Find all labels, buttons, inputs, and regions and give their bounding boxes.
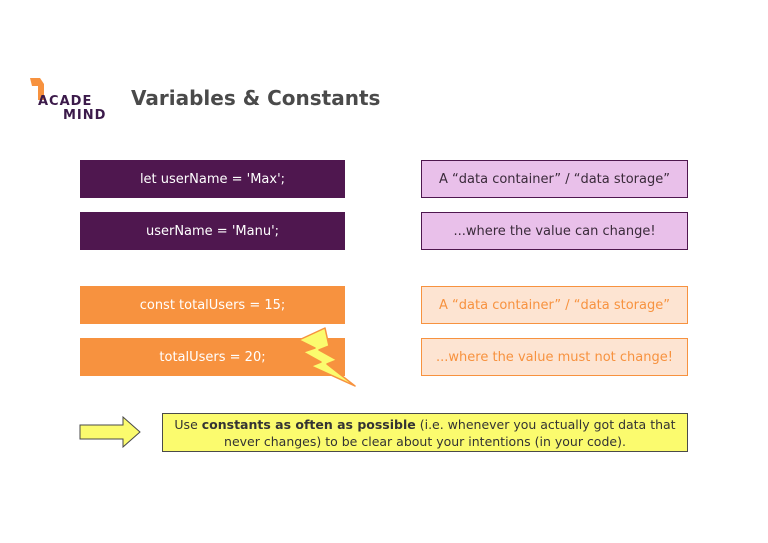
- slide-title: Variables & Constants: [131, 86, 381, 110]
- right-arrow-icon: [79, 416, 141, 448]
- description-text: ...where the value can change!: [453, 223, 656, 239]
- description-box-constant: A “data container” / “data storage”: [421, 286, 688, 324]
- code-text: userName = 'Manu';: [145, 223, 280, 239]
- description-text: A “data container” / “data storage”: [439, 297, 670, 313]
- logo-mark-icon: [30, 78, 44, 100]
- logo-text-line1: ACADE: [38, 94, 93, 109]
- code-text: const totalUsers = 15;: [139, 297, 286, 313]
- description-box-value-can-change: ...where the value can change!: [421, 212, 688, 250]
- best-practice-note: Use constants as often as possible (i.e.…: [162, 413, 688, 452]
- lightning-bolt-icon: [298, 327, 356, 387]
- description-text: ...where the value must not change!: [436, 349, 673, 365]
- note-suffix: (i.e. whenever you actually got data tha…: [224, 417, 676, 449]
- note-prefix: Use: [174, 417, 202, 432]
- code-box-let-declaration: let userName = 'Max';: [80, 160, 345, 198]
- logo-text-line2: MIND: [63, 108, 107, 123]
- academind-logo: ACADE MIND: [28, 76, 108, 123]
- description-box-value-must-not-change: ...where the value must not change!: [421, 338, 688, 376]
- description-text: A “data container” / “data storage”: [439, 171, 670, 187]
- code-box-let-reassignment: userName = 'Manu';: [80, 212, 345, 250]
- description-box-variable: A “data container” / “data storage”: [421, 160, 688, 198]
- code-box-const-reassignment: totalUsers = 20;: [80, 338, 345, 376]
- note-bold-text: constants as often as possible: [201, 417, 416, 432]
- code-box-const-declaration: const totalUsers = 15;: [80, 286, 345, 324]
- code-text: let userName = 'Max';: [139, 171, 286, 187]
- code-text: totalUsers = 20;: [159, 349, 266, 365]
